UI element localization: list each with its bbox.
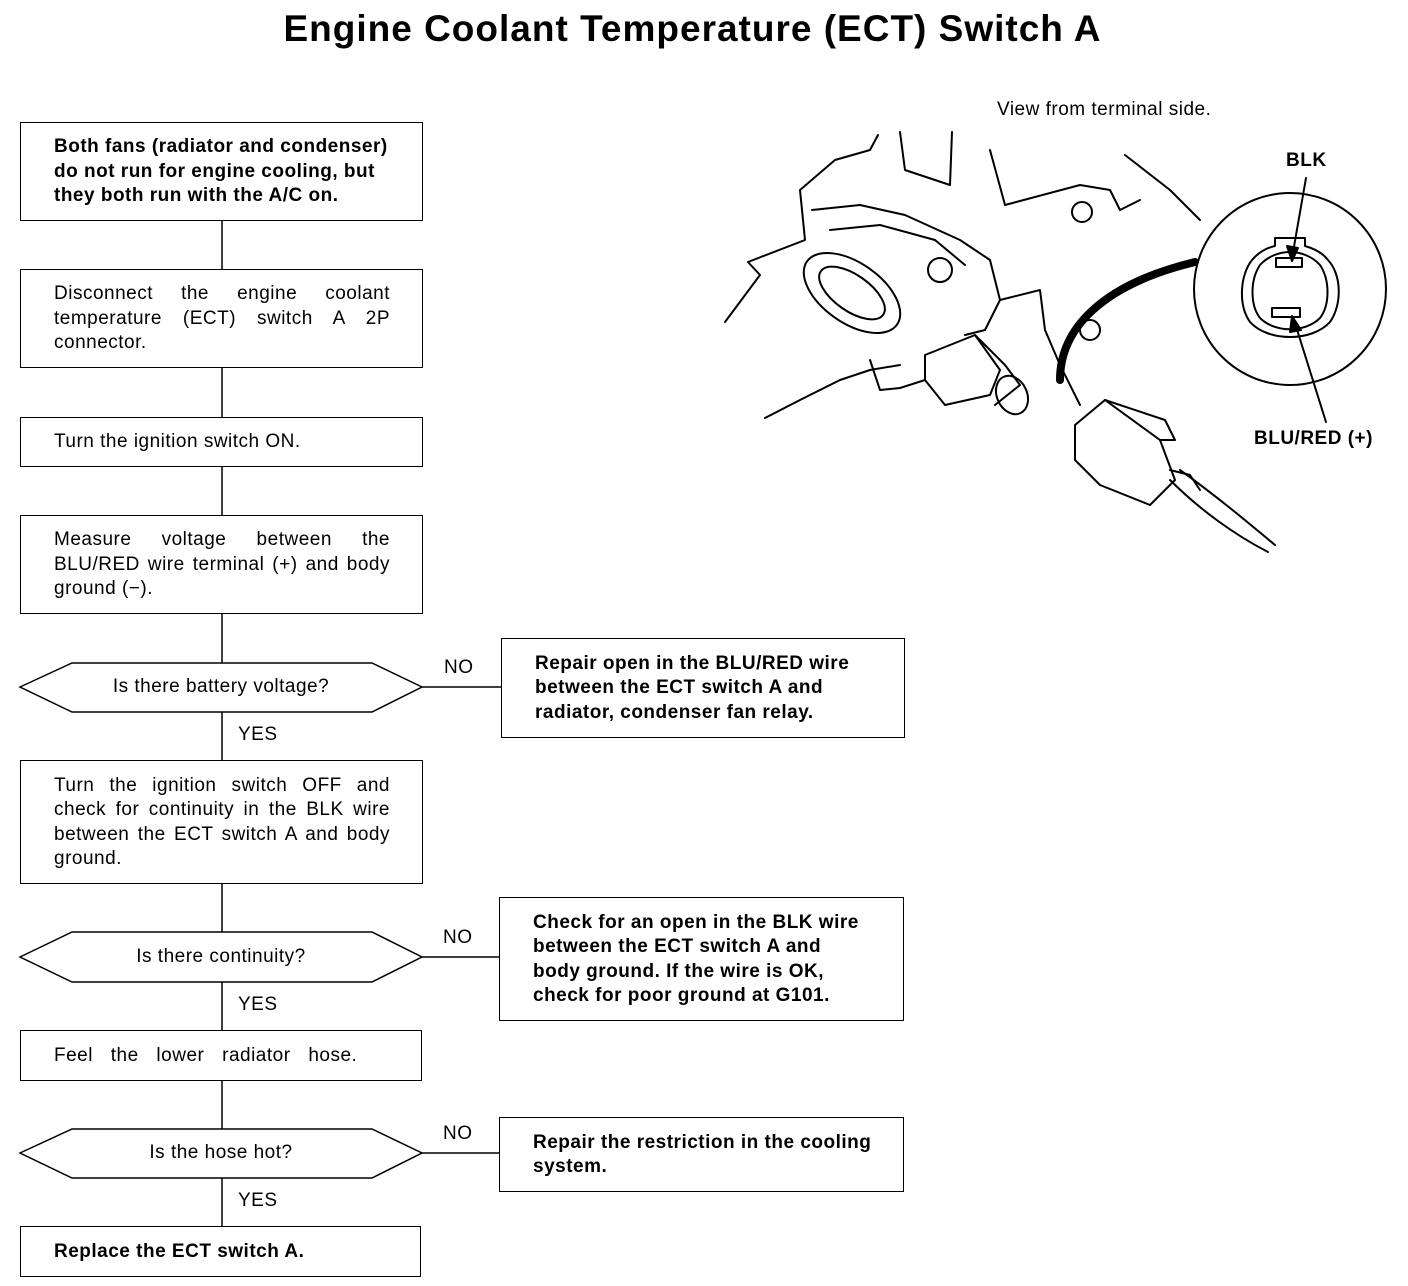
yes-label-battery: YES [238,724,278,745]
decision-diamond-hose [18,1128,424,1179]
diagram-title: Engine Coolant Temperature (ECT) Switch … [283,8,1102,49]
ignition-on-box: Turn the ignition switch ON. [20,417,423,467]
no-label-battery: NO [444,657,474,678]
no-label-hose: NO [443,1123,473,1144]
blu-red-terminal-label: BLU/RED (+) [1254,428,1373,449]
repair-restriction-text: Repair the restriction in the cooling sy… [533,1131,872,1178]
disconnect-connector-text: Disconnect the engine coolant temperatur… [54,283,390,354]
check-blk-continuity-text: Turn the ignition switch OFF and check f… [54,774,390,870]
check-blk-open-box: Check for an open in the BLK wire betwee… [499,897,904,1021]
measure-voltage-box: Measure voltage between the BLU/RED wire… [20,515,423,614]
check-blk-continuity-box: Turn the ignition switch OFF and check f… [20,760,423,884]
decision-battery-text: Is there battery voltage? [112,676,330,697]
feel-hose-box: Feel the lower radiator hose. [20,1030,422,1081]
yes-label-hose: YES [238,1190,278,1211]
decision-diamond-continuity [18,931,424,983]
repair-blu-red-box: Repair open in the BLU/RED wire between … [501,638,905,738]
ignition-on-text: Turn the ignition switch ON. [54,431,301,453]
symptom-box: Both fans (radiator and condenser) do no… [20,122,423,221]
decision-hose-hot-text: Is the hose hot? [149,1142,293,1163]
ect-switch-illustration [724,131,1387,553]
measure-voltage-text: Measure voltage between the BLU/RED wire… [54,529,390,600]
decision-diamond-battery [18,662,424,713]
replace-switch-box: Replace the ECT switch A. [20,1226,421,1277]
repair-restriction-box: Repair the restriction in the cooling sy… [499,1117,904,1192]
repair-blu-red-text: Repair open in the BLU/RED wire between … [535,652,850,723]
replace-switch-text: Replace the ECT switch A. [54,1240,305,1262]
yes-label-continuity: YES [238,994,278,1015]
disconnect-connector-box: Disconnect the engine coolant temperatur… [20,269,423,368]
symptom-text: Both fans (radiator and condenser) do no… [54,136,388,207]
no-label-continuity: NO [443,927,473,948]
terminal-view-caption: View from terminal side. [997,99,1212,120]
feel-hose-text: Feel the lower radiator hose. [54,1044,358,1066]
blk-terminal-label: BLK [1286,150,1327,171]
check-blk-open-text: Check for an open in the BLK wire betwee… [533,911,859,1007]
decision-continuity-text: Is there continuity? [136,946,306,967]
